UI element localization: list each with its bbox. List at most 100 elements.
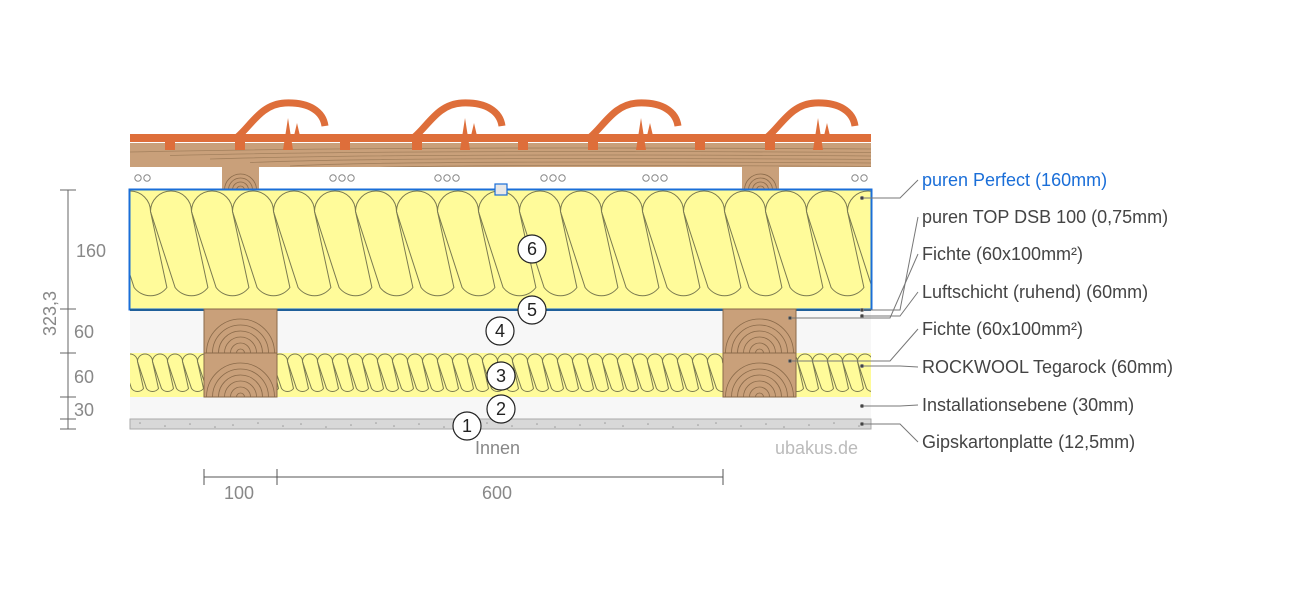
insulation-loop: [354, 190, 414, 297]
layer-legend: puren Perfect (160mm) puren TOP DSB 100 (…: [922, 170, 1173, 452]
vent-circle: [660, 174, 668, 182]
wood-ring: [737, 374, 782, 398]
wood-ring: [212, 368, 269, 398]
vent-circle: [329, 174, 337, 182]
layer-pur-insulation[interactable]: [130, 190, 871, 309]
plaster-speck: [443, 426, 445, 428]
tile-row: [165, 99, 859, 150]
legend-label[interactable]: Fichte (60x100mm²): [922, 319, 1083, 339]
wood-ring: [230, 342, 251, 354]
horizontal-dimensions: [203, 469, 724, 485]
layer-badge-5[interactable]: 5: [517, 295, 547, 325]
inside-label: Innen: [475, 438, 520, 458]
leader-dot: [860, 364, 864, 368]
leader-line: [790, 253, 919, 319]
leader-line: [790, 328, 919, 362]
vent-circle: [443, 174, 451, 182]
leader-dot: [860, 404, 864, 408]
plaster-speck: [765, 423, 767, 425]
vent-circle: [143, 174, 151, 182]
plaster-speck: [672, 426, 674, 428]
wood-ring: [749, 342, 770, 354]
layer-badge-4[interactable]: 4: [485, 316, 515, 346]
dim-rockwool: 60: [74, 367, 94, 387]
insulation-loop: [846, 190, 871, 286]
wood-ring: [218, 330, 263, 354]
vertical-dimensions: [60, 189, 76, 430]
dim-total: 323,3: [40, 291, 60, 336]
wood-ring: [737, 330, 782, 354]
layer-badge-3[interactable]: 3: [486, 361, 516, 391]
badge-number: 5: [527, 300, 537, 320]
legend-label[interactable]: puren TOP DSB 100 (0,75mm): [922, 207, 1168, 227]
legend-label[interactable]: Luftschicht (ruhend) (60mm): [922, 282, 1148, 302]
plaster-speck: [189, 423, 191, 425]
wood-ring: [224, 336, 257, 354]
wood-ring: [224, 380, 257, 398]
insulation-loop: [395, 190, 455, 297]
layer-badge-2[interactable]: 2: [486, 394, 516, 424]
layer-badge-6[interactable]: 6: [517, 234, 547, 264]
tile-base: [130, 134, 871, 142]
wood-ring: [230, 386, 251, 398]
plaster-speck: [350, 424, 352, 426]
vent-circle: [558, 174, 566, 182]
tile-lug: [412, 138, 422, 150]
badge-circle: [517, 295, 547, 325]
plaster-speck: [715, 422, 717, 424]
legend-label[interactable]: Installationsebene (30mm): [922, 395, 1134, 415]
wood-ring: [755, 348, 764, 354]
layer-badge-1[interactable]: 1: [452, 411, 482, 441]
insulation-loop: [518, 190, 578, 297]
insulation-loop: [723, 190, 783, 297]
leader-dot: [860, 196, 864, 200]
plaster-speck: [579, 424, 581, 426]
vent-circle: [434, 174, 442, 182]
leader-line: [862, 365, 919, 368]
plaster-speck: [604, 422, 606, 424]
legend-label[interactable]: Gipskartonplatte (12,5mm): [922, 432, 1135, 452]
wood-ring: [232, 181, 249, 191]
leader-dot: [788, 316, 792, 320]
vent-circle: [347, 174, 355, 182]
insulation-loop: [130, 190, 168, 297]
wood-ring: [228, 177, 253, 191]
plaster-speck: [622, 425, 624, 427]
wood-ring: [731, 368, 788, 398]
badge-circle: [486, 394, 516, 424]
badge-circle: [486, 361, 516, 391]
grain-line: [376, 165, 871, 167]
wood-ring: [206, 318, 275, 354]
badge-number: 1: [462, 416, 472, 436]
plaster-speck: [300, 423, 302, 425]
legend-label[interactable]: ROCKWOOL Tegarock (60mm): [922, 357, 1173, 377]
plaster-speck: [647, 423, 649, 425]
layer-number-badges: 123 4 5 6: [452, 234, 547, 441]
vent-circle: [338, 174, 346, 182]
plaster-speck: [697, 424, 699, 426]
legend-label[interactable]: puren Perfect (160mm): [922, 170, 1107, 190]
insulation-loop: [436, 190, 496, 297]
dim-rafter-spacing: 600: [482, 483, 512, 503]
tile-lug: [165, 138, 175, 150]
insulation-loop: [764, 190, 824, 297]
grain-line: [169, 151, 871, 156]
plaster-speck: [139, 422, 141, 424]
rafter: [203, 352, 278, 398]
ventilation-symbols: [134, 174, 868, 182]
dim-pur: 160: [76, 241, 106, 261]
grain-line: [289, 161, 871, 167]
wood-grain: [130, 147, 871, 167]
dim-air: 60: [74, 322, 94, 342]
leader-line: [862, 179, 919, 199]
counter-batten: [222, 167, 259, 190]
badge-number: 4: [495, 321, 505, 341]
selection-handle[interactable]: [494, 183, 508, 196]
plaster-speck: [418, 423, 420, 425]
badge-circle: [485, 316, 515, 346]
roof-tiles-layer: [130, 99, 871, 167]
wood-ring: [748, 177, 773, 191]
vent-circle: [540, 174, 548, 182]
legend-label[interactable]: Fichte (60x100mm²): [922, 244, 1083, 264]
insulation-loop: [231, 190, 291, 297]
